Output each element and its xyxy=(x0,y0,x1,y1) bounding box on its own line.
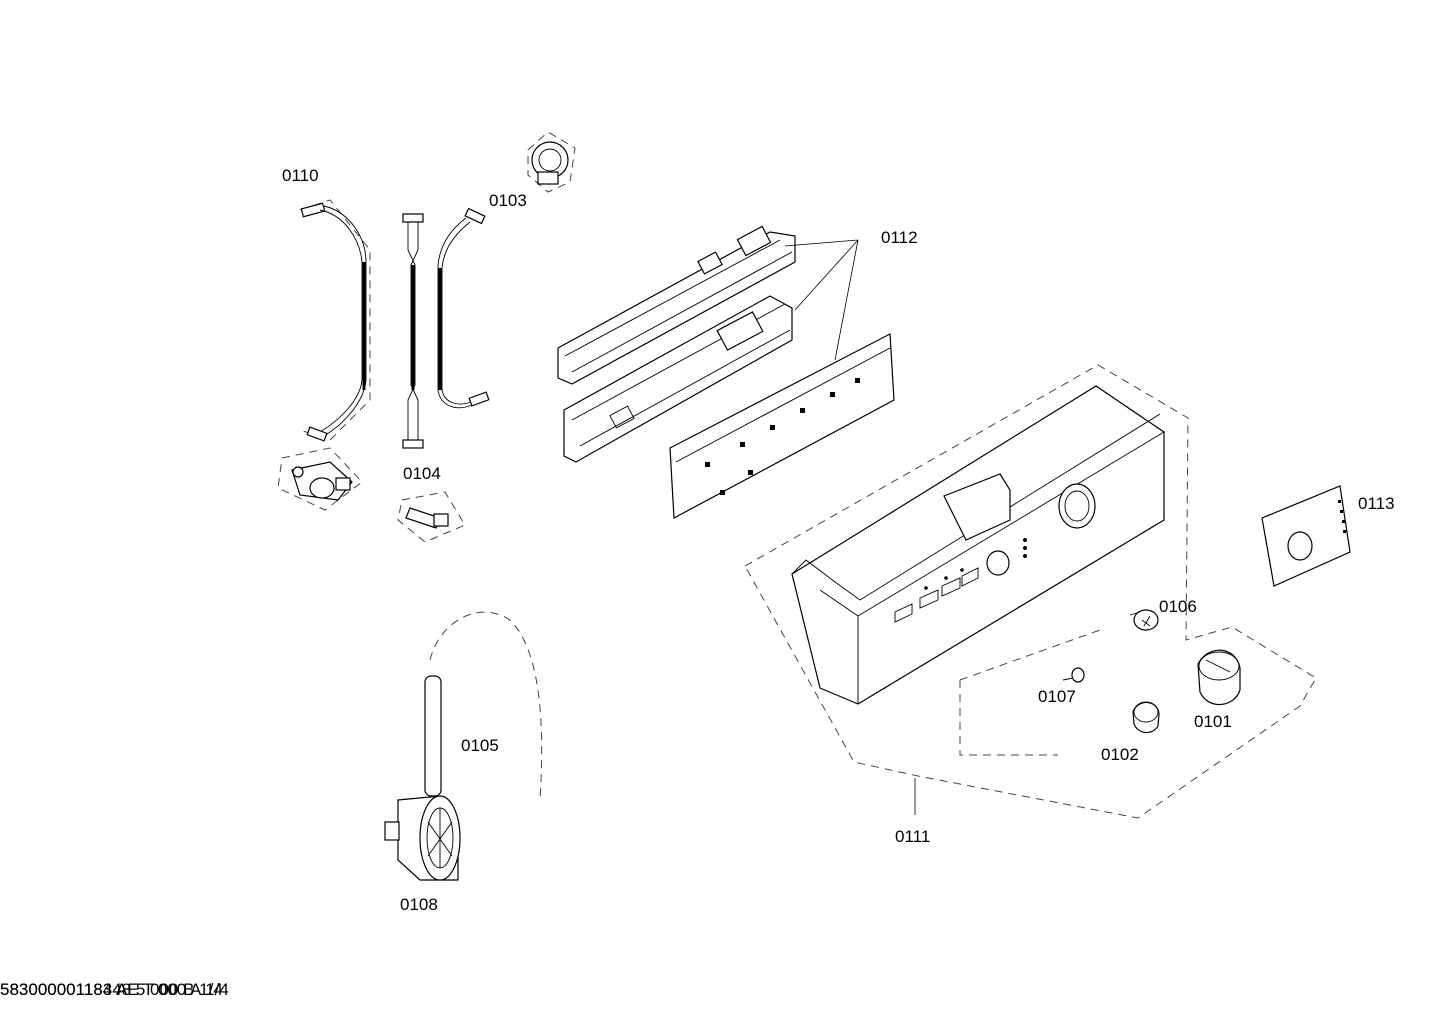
part-0107-pin[interactable] xyxy=(1062,667,1085,683)
part-0108-pressure-chamber[interactable] xyxy=(384,795,461,881)
part-knob-group xyxy=(959,629,1241,756)
part-0103-selector-switch[interactable] xyxy=(527,131,576,193)
part-0113-label-plate[interactable] xyxy=(1261,485,1351,587)
label-0113: 0113 xyxy=(1358,494,1395,513)
label-0103: 0103 xyxy=(489,191,527,210)
part-0110-wiring-harness[interactable] xyxy=(277,199,371,511)
part-0102-knob[interactable] xyxy=(1132,701,1160,734)
document-reference-a: 583000001183 AE T 000 A 1/4 xyxy=(0,980,229,999)
label-0107: 0107 xyxy=(1038,687,1076,706)
part-0104-harness[interactable] xyxy=(397,207,490,543)
label-0111: 0111 xyxy=(895,827,930,846)
part-0106-push-button[interactable] xyxy=(1129,609,1159,631)
part-0105-hose[interactable] xyxy=(424,611,543,801)
label-0112: 0112 xyxy=(881,228,918,247)
part-0101-knob[interactable] xyxy=(1197,649,1241,706)
label-0108: 0108 xyxy=(400,895,438,914)
label-0110: 0110 xyxy=(282,166,319,185)
part-0111-fascia-panel[interactable] xyxy=(744,364,1317,819)
label-0101: 0101 xyxy=(1194,712,1232,731)
part-0112-control-module[interactable] xyxy=(557,225,895,519)
label-0105: 0105 xyxy=(461,736,499,755)
document-reference-b: 58300000118448 5 000 B 1/4 xyxy=(0,980,223,999)
label-0102: 0102 xyxy=(1101,745,1139,764)
label-0106: 0106 xyxy=(1159,597,1197,616)
label-0104: 0104 xyxy=(403,464,441,483)
